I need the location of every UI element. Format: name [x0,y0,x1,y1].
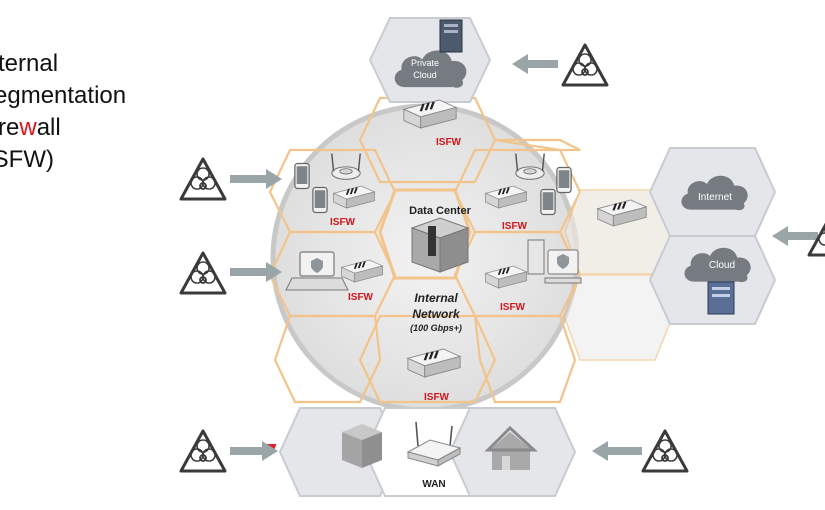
biohazard-warning-icon [179,429,227,473]
title-line-3-start: Fire [0,114,20,141]
house-icon [484,425,538,470]
isfw-label-upper-right: ISFW [502,221,528,232]
private-cloud-server-icon [439,19,463,53]
private-cloud-label-1: Private [411,58,439,68]
biohazard-warning-icon [561,43,609,87]
cloud-label: Cloud [709,260,735,271]
internal-network-label-3: (100 Gbps+) [410,323,462,333]
arrow-left-1 [230,169,282,189]
arrow-left-2 [230,262,282,282]
title-line-2: Segmentation [0,82,127,109]
arrow-bottom-right [592,441,642,461]
segment-hex-grid [268,96,582,404]
isfw-label-bottom: ISFW [424,392,450,403]
biohazard-warning-icon [179,157,227,201]
hex-segment-top [358,96,497,184]
mobile-phone-icon [540,188,556,216]
arrow-right [772,226,818,246]
title-accent-letter: w [19,114,37,141]
desktop-computer-icon [527,239,582,284]
threat-arrows [230,54,818,461]
office-building-icon [342,424,382,468]
internet-label: Internet [698,192,732,203]
mobile-phone-icon [312,186,328,214]
hex-segment-bottom-left [273,314,382,404]
private-cloud-label-2: Cloud [413,70,437,80]
biohazard-warning-icon [641,429,689,473]
title-line-1: Internal [0,50,59,77]
title-line-3: Firewall [0,112,126,144]
biohazard-warning-icon [179,251,227,295]
arrow-top [512,54,558,74]
wan-label: WAN [422,479,445,490]
laptop-icon [285,251,349,291]
mobile-phone-icon [556,166,572,194]
isfw-label-lower-left: ISFW [348,292,374,303]
isfw-label-upper-left: ISFW [330,217,356,228]
router-icon [261,421,462,467]
mobile-phone-icon [294,162,310,190]
isfw-label-lower-right: ISFW [500,302,526,313]
cloud-server-icon [707,281,735,315]
arrow-bottom-left [230,441,278,461]
page-title: Internal Segmentation Firewall (ISFW) [0,48,126,176]
server-rack-icon [410,217,470,273]
data-center-label: Data Center [409,205,471,217]
internal-network-label-2: Network [412,307,461,321]
title-line-4: (ISFW) [0,146,54,173]
hex-segment-bottom-right [473,314,577,404]
internal-network-label-1: Internal [414,291,458,305]
hex-edge-top-right [494,138,581,152]
title-line-3-end: all [36,114,61,141]
hex-data-center [378,188,472,280]
isfw-label-top: ISFW [436,137,462,148]
